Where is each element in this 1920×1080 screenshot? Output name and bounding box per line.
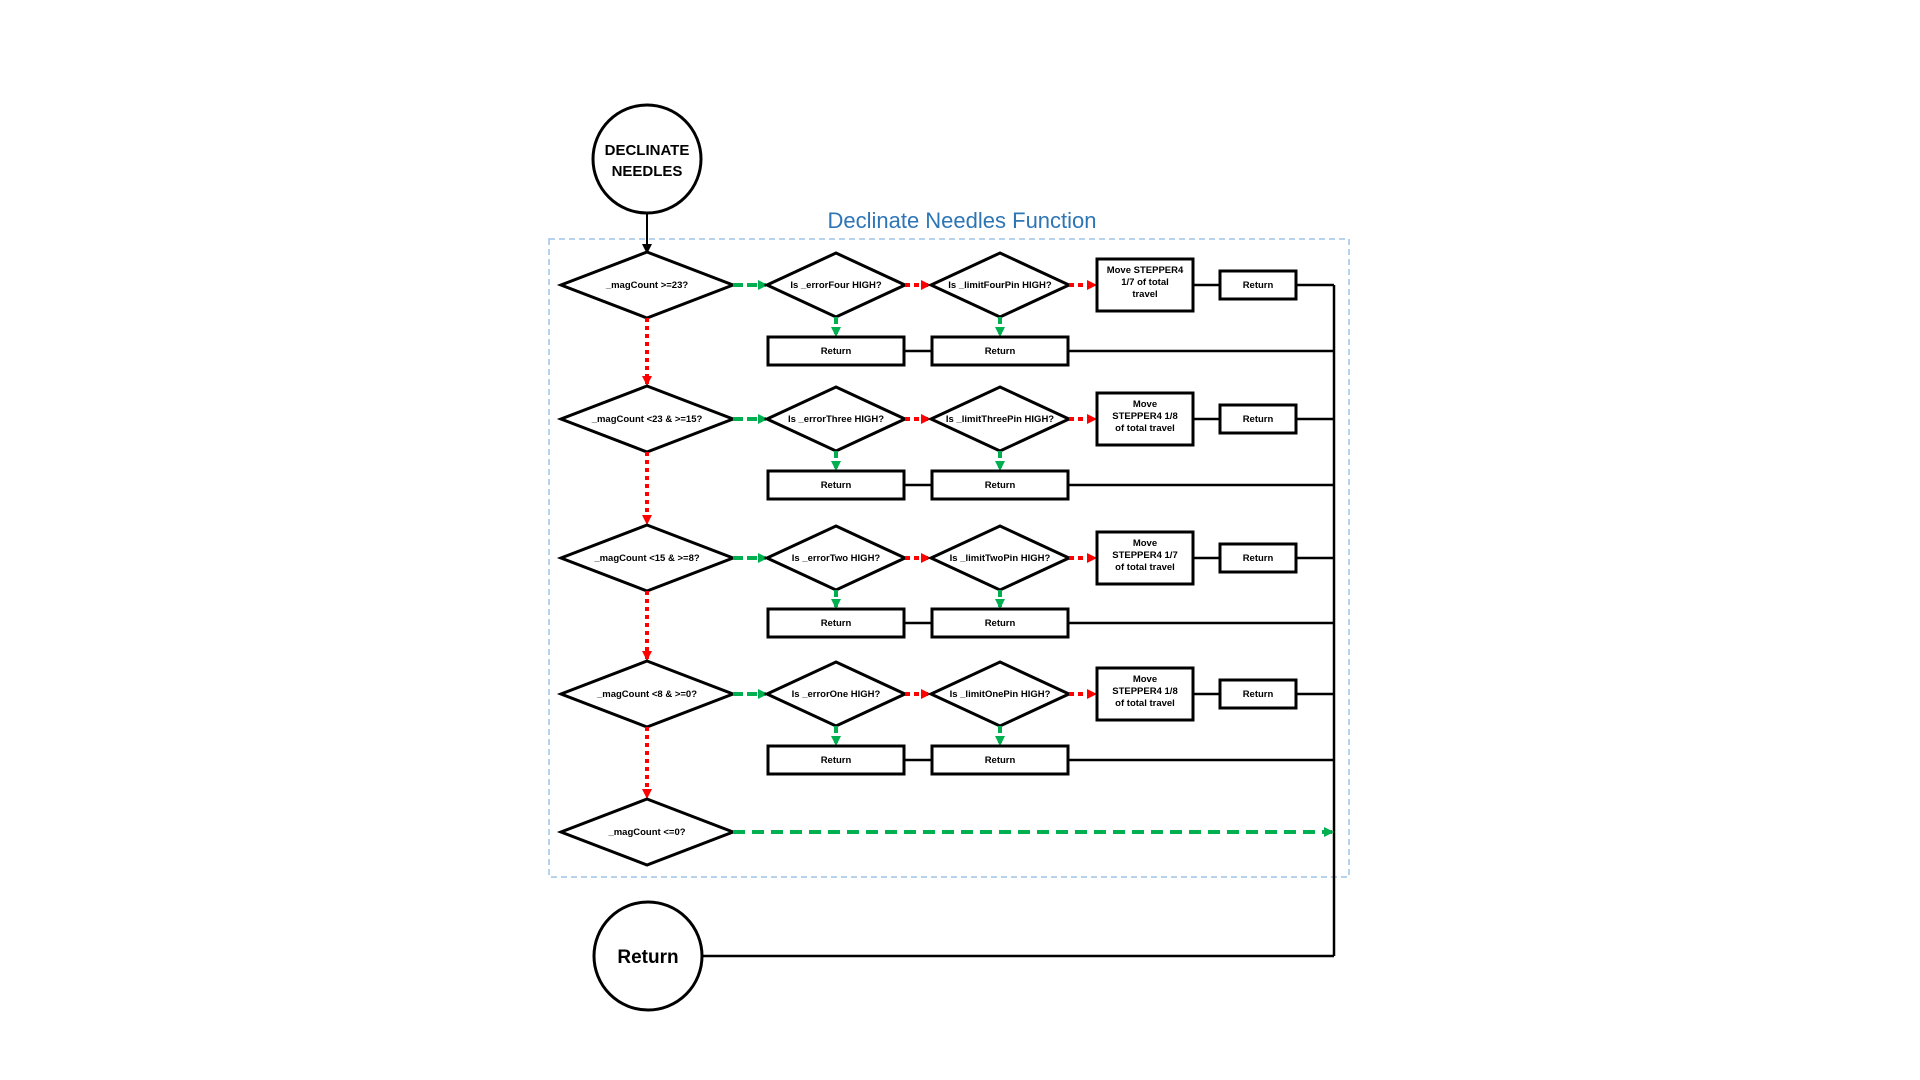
limit-check-label: Is _limitThreePin HIGH? (946, 414, 1054, 425)
limit-return-label: Return (985, 480, 1016, 491)
move-label-line: STEPPER4 1/7 (1112, 550, 1177, 561)
limit-return-label: Return (985, 755, 1016, 766)
limit-check-label: Is _limitFourPin HIGH? (948, 280, 1052, 291)
move-label-line: 1/7 of total (1121, 277, 1169, 288)
move-return-label: Return (1243, 414, 1274, 425)
move-label-line: of total travel (1115, 562, 1175, 573)
start-label-line2: NEEDLES (612, 163, 683, 180)
decision-row: _magCount <23 & >=15? Is _errorThree HIGH… (556, 384, 1334, 525)
error-return-label: Return (821, 480, 852, 491)
final-condition-label: _magCount <=0? (607, 827, 685, 838)
move-label-line: of total travel (1115, 698, 1175, 709)
start-node (591, 103, 703, 215)
move-return-label: Return (1243, 280, 1274, 291)
move-return-label: Return (1243, 553, 1274, 564)
move-box (1095, 530, 1195, 586)
decision-row: _magCount <8 & >=0? Is _errorOne HIGH? Is … (556, 659, 1334, 799)
move-label-line: travel (1132, 289, 1157, 300)
condition-label: _magCount <15 & >=8? (593, 553, 700, 564)
condition-label: _magCount <23 & >=15? (591, 414, 703, 425)
start-label-line1: DECLINATE (605, 142, 690, 159)
decision-row: _magCount <15 & >=8? Is _errorTwo HIGH? Is… (556, 523, 1334, 661)
move-box (1095, 391, 1195, 447)
move-return-box (1218, 403, 1298, 435)
error-return-label: Return (821, 618, 852, 629)
end-label: Return (617, 947, 678, 968)
limit-return-label: Return (985, 346, 1016, 357)
move-label-line: Move (1133, 674, 1157, 685)
move-label-line: STEPPER4 1/8 (1112, 686, 1177, 697)
container-title: Declinate Needles Function (827, 208, 1096, 233)
condition-label: _magCount >=23? (605, 280, 689, 291)
limit-return-label: Return (985, 618, 1016, 629)
final-condition-diamond (556, 797, 738, 867)
error-return-label: Return (821, 346, 852, 357)
error-check-label: Is _errorThree HIGH? (788, 414, 884, 425)
limit-check-label: Is _limitOnePin HIGH? (950, 689, 1051, 700)
move-box (1095, 666, 1195, 722)
final-condition: _magCount <=0? (556, 797, 1334, 867)
move-return-box (1218, 542, 1298, 574)
error-return-label: Return (821, 755, 852, 766)
condition-label: _magCount <8 & >=0? (596, 689, 697, 700)
end-node (592, 900, 704, 1012)
error-return-box (766, 744, 906, 776)
limit-check-label: Is _limitTwoPin HIGH? (950, 553, 1051, 564)
error-check-label: Is _errorFour HIGH? (790, 280, 882, 291)
move-label-line: Move STEPPER4 (1107, 265, 1184, 276)
move-label-line: Move (1133, 399, 1157, 410)
move-label-line: of total travel (1115, 423, 1175, 434)
move-label-line: STEPPER4 1/8 (1112, 411, 1177, 422)
error-check-label: Is _errorTwo HIGH? (792, 553, 881, 564)
decision-row: _magCount >=23? Is _errorFour HIGH? Is _li… (556, 250, 1334, 386)
move-return-label: Return (1243, 689, 1274, 700)
error-check-label: Is _errorOne HIGH? (792, 689, 881, 700)
move-label-line: Move (1133, 538, 1157, 549)
move-return-box (1218, 678, 1298, 710)
function-container (548, 238, 1350, 878)
decision-rows: _magCount >=23? Is _errorFour HIGH? Is _li… (556, 250, 1334, 799)
error-return-box (766, 469, 906, 501)
